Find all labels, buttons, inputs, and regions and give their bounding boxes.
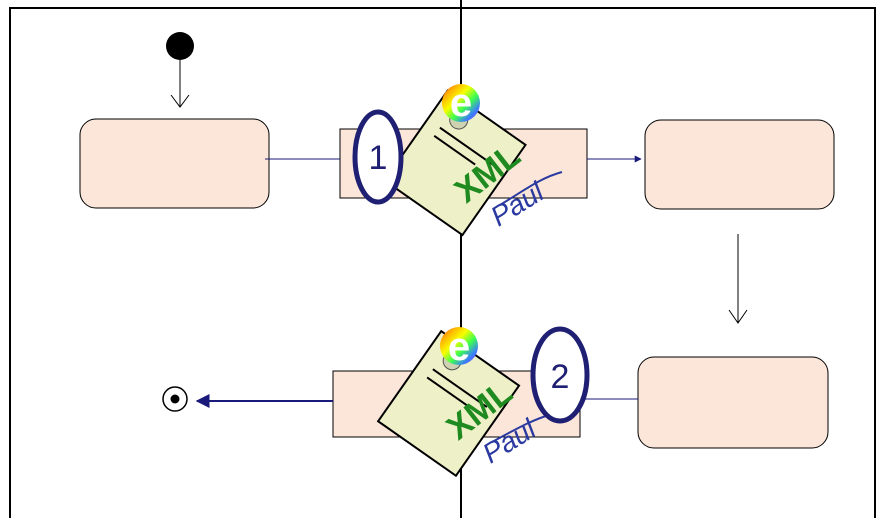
- xml-document-icon-2: e XML Paul: [376, 325, 553, 478]
- action-node-2: [644, 119, 835, 210]
- ie-icon: [442, 84, 480, 122]
- initial-node: [166, 32, 194, 60]
- action-node-1: [79, 118, 270, 209]
- xml-document-icon-1: e XML Paul: [383, 81, 563, 237]
- arrowhead-open-start: [170, 94, 190, 108]
- arrowhead-open-down: [728, 309, 748, 324]
- diagram-border: [9, 7, 876, 518]
- step-marker-2: [530, 326, 590, 424]
- ie-letter: e: [450, 81, 472, 125]
- step-marker-1: [352, 109, 404, 205]
- step-number-2: 2: [551, 358, 570, 396]
- action-node-3: [637, 356, 829, 449]
- step-number-1: 1: [369, 139, 388, 177]
- ie-icon: [440, 327, 478, 365]
- signature-stroke: [499, 171, 563, 206]
- final-node: [162, 386, 188, 412]
- ie-letter: e: [448, 325, 470, 369]
